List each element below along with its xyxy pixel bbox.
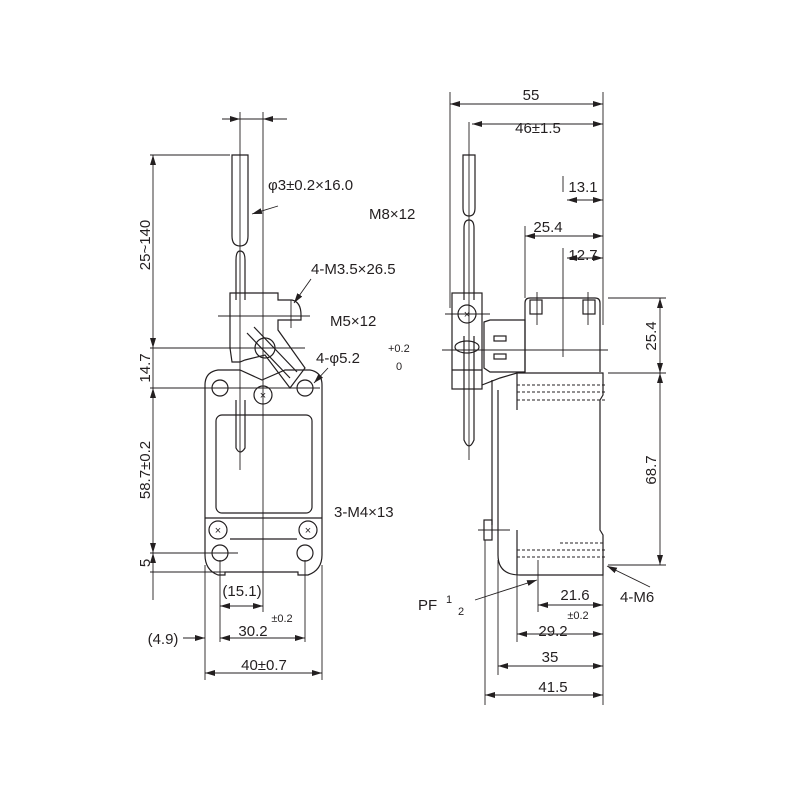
dim-13-1: 13.1	[568, 179, 597, 196]
label-mount: 4-M6	[620, 589, 654, 606]
dim-side-head-height: 25.4	[643, 321, 660, 350]
label-m5: M5×12	[330, 313, 376, 330]
switch-body	[204, 369, 323, 576]
label-m8: M8×12	[369, 206, 415, 223]
dim-hole-pitch: 30.2	[238, 623, 267, 640]
label-conduit: PF	[418, 597, 437, 614]
label-head-screws: 4-M3.5×26.5	[311, 261, 396, 278]
svg-text:×: ×	[305, 525, 311, 537]
dim-21-6: 21.6	[560, 587, 589, 604]
label-conduit-den: 2	[458, 606, 464, 618]
dim-35: 35	[542, 649, 559, 666]
side-body	[481, 372, 604, 576]
dim-29-2: 29.2	[538, 623, 567, 640]
dim-21-6-tol: ±0.2	[567, 610, 588, 622]
dim-edge: (4.9)	[148, 631, 179, 648]
mount-hole	[296, 379, 314, 397]
dim-total-depth: 55	[523, 87, 540, 104]
lever-rod-side	[462, 154, 476, 217]
dim-hole-offset: 5	[137, 559, 154, 567]
dim-side-body-height: 68.7	[643, 455, 660, 484]
mount-hole	[211, 379, 229, 397]
cover-screw	[298, 520, 318, 540]
dim-25-4-top: 25.4	[533, 219, 562, 236]
lever-rod	[231, 154, 249, 247]
switch-head	[229, 292, 306, 389]
label-holes: 4-φ5.2	[316, 350, 360, 367]
dim-lever-depth: 46±1.5	[515, 120, 561, 137]
dim-41-5: 41.5	[538, 679, 567, 696]
dim-width: 40±0.7	[241, 657, 287, 674]
dim-head-height: 14.7	[137, 353, 154, 382]
side-head	[524, 297, 601, 372]
dim-hole-pitch-tol: ±0.2	[271, 613, 292, 625]
side-view: 55 46±1.5 13.1 25.4 12.7 ×	[418, 87, 666, 705]
svg-text:×: ×	[260, 390, 266, 402]
label-holes-tol-upper: +0.2	[388, 343, 410, 355]
label-rod: φ3±0.2×16.0	[268, 177, 353, 194]
svg-text:×: ×	[215, 525, 221, 537]
dim-12-7: 12.7	[568, 247, 597, 264]
label-holes-tol-lower: 0	[396, 361, 402, 373]
dim-lever-length: 25~140	[137, 220, 154, 270]
cover-screw	[208, 520, 228, 540]
mount-hole	[296, 544, 314, 562]
cover-screw	[253, 385, 273, 405]
label-cover-screws: 3-M4×13	[334, 504, 394, 521]
svg-text:×: ×	[464, 309, 470, 321]
dim-body-height: 58.7±0.2	[137, 441, 154, 499]
dim-half-pitch: (15.1)	[222, 583, 261, 600]
label-conduit-num: 1	[446, 594, 452, 606]
front-view: × × × 25~140 14.7 58.7±0.2 5 (15.1) ±0.2…	[137, 112, 415, 680]
lever-block	[451, 292, 483, 390]
